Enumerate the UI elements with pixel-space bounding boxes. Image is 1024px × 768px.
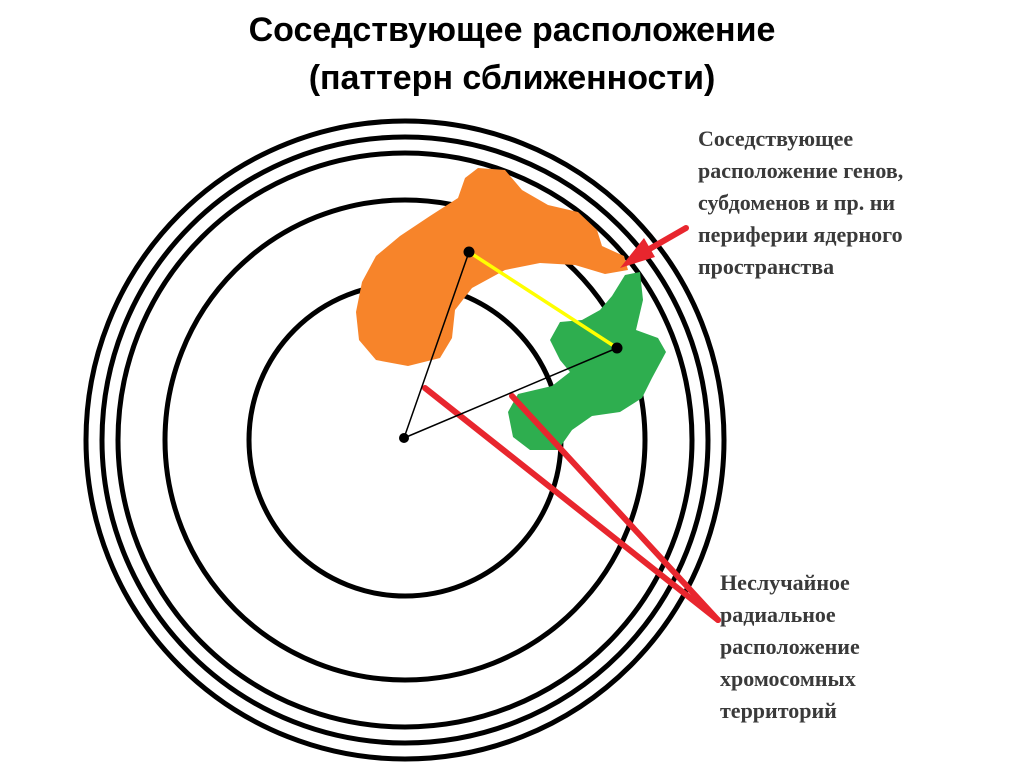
radial-arrangement-annotation: Неслучайное радиальное расположение хром… — [720, 567, 860, 727]
neighbor-arrangement-annotation: Соседствующее расположение генов, субдом… — [698, 123, 903, 283]
proximity-line — [468, 250, 618, 350]
ring-outer-3 — [115, 150, 695, 730]
connection-triangle — [403, 251, 618, 439]
red-arrow-head — [620, 238, 655, 268]
annotation-line: Неслучайное — [720, 570, 850, 595]
annotation-line: территорий — [720, 698, 837, 723]
slide-title: Соседствующее расположение (паттерн сбли… — [0, 6, 1024, 102]
ring-outer-2 — [99, 134, 711, 746]
title-line-1: Соседствующее расположение — [248, 11, 776, 49]
red-pointer-line-lower — [509, 393, 721, 623]
annotation-line: расположение генов, — [698, 158, 904, 183]
orange-locus-point — [463, 246, 475, 258]
center-to-green-line — [403, 347, 618, 439]
red-arrow-shaft — [643, 225, 689, 254]
red-pointer-line-upper — [422, 385, 721, 623]
annotation-line: пространства — [698, 254, 835, 279]
annotation-line: Соседствующее — [698, 126, 854, 151]
ring-outer-1 — [83, 118, 727, 762]
annotation-line: расположение — [720, 634, 860, 659]
annotation-line: субдоменов и пр. ни — [698, 190, 896, 215]
annotation-line: хромосомных — [720, 666, 856, 691]
title-line-2: (паттерн сближенности) — [308, 59, 716, 97]
ring-middle — [162, 197, 648, 683]
red-pointer-lines — [422, 385, 721, 623]
annotation-line: радиальное — [720, 602, 836, 627]
center-to-orange-line — [403, 251, 470, 439]
concentric-rings — [83, 118, 727, 762]
annotation-line: периферии ядерного — [698, 222, 903, 247]
nucleus-center-point — [399, 433, 409, 443]
green-locus-point — [611, 342, 623, 354]
